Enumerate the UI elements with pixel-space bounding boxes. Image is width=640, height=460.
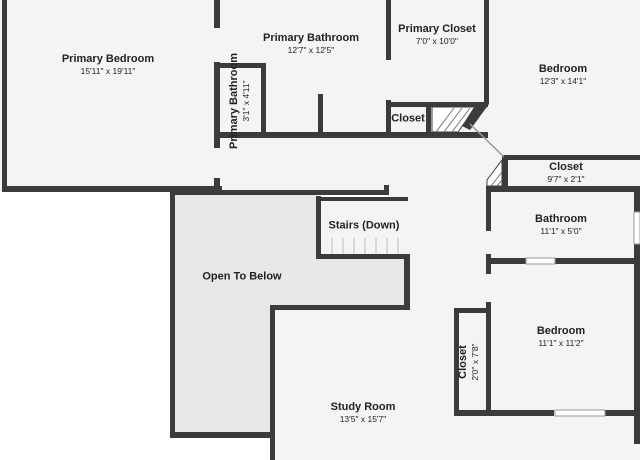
room-name: Closet	[549, 161, 583, 173]
room-dims: 15'11" x 19'11"	[80, 66, 136, 76]
open-to-below-floor	[174, 194, 406, 434]
room-dims: 11'1" x 11'2"	[538, 338, 584, 348]
room-dims: 9'7" x 2'1"	[547, 174, 585, 184]
room-dims: 3'1" x 4'11"	[241, 80, 251, 122]
stair-treads	[331, 238, 399, 256]
room-label-closet-vertical: Closet 2'0" x 7'8"	[457, 343, 481, 380]
room-label-open-to-below: Open To Below	[202, 271, 281, 284]
room-label-closet-small: Closet	[391, 113, 425, 126]
room-dims: 12'7" x 12'5"	[287, 45, 335, 55]
room-name: Study Room	[330, 401, 396, 413]
room-dims: 12'3" x 14'1"	[539, 76, 587, 86]
room-label-closet-hall: Closet 9'7" x 2'1"	[547, 161, 584, 185]
room-name: Stairs (Down)	[328, 219, 400, 232]
door-swing	[469, 123, 505, 158]
room-label-bathroom: Bathroom 11'1" x 5'0"	[535, 213, 587, 237]
room-name: Closet	[457, 345, 469, 379]
right-floor	[486, 155, 640, 460]
room-name: Primary Bedroom	[61, 53, 155, 65]
room-name: Primary Bathroom	[263, 32, 359, 44]
room-name: Bedroom	[536, 325, 586, 337]
room-name: Primary Bathroom	[228, 53, 240, 149]
stairs-floor	[320, 200, 406, 256]
room-label-primary-bathroom-small: Primary Bathroom 3'1" x 4'11"	[228, 53, 252, 149]
room-name: Open To Below	[202, 270, 282, 283]
room-name: Closet	[391, 112, 425, 125]
room-dims: 7'0" x 10'0"	[416, 36, 458, 46]
room-label-bedroom-top: Bedroom 12'3" x 14'1"	[539, 63, 587, 87]
room-label-primary-closet: Primary Closet 7'0" x 10'0"	[398, 23, 476, 47]
room-label-study-room: Study Room 13'5" x 15'7"	[331, 401, 396, 425]
room-name: Bathroom	[535, 213, 587, 225]
room-label-primary-bedroom: Primary Bedroom 15'11" x 19'11"	[62, 53, 154, 77]
room-dims: 2'0" x 7'8"	[470, 343, 480, 381]
room-name: Primary Closet	[398, 23, 476, 35]
windows	[525, 211, 640, 417]
room-dims: 13'5" x 15'7"	[339, 414, 387, 424]
room-label-stairs: Stairs (Down)	[329, 220, 400, 233]
room-name: Bedroom	[538, 63, 588, 75]
room-label-primary-bathroom: Primary Bathroom 12'7" x 12'5"	[263, 32, 359, 56]
room-dims: 11'1" x 5'0"	[540, 226, 582, 236]
room-label-bedroom-bottom: Bedroom 11'1" x 11'2"	[537, 325, 585, 349]
study-floor	[272, 305, 462, 460]
